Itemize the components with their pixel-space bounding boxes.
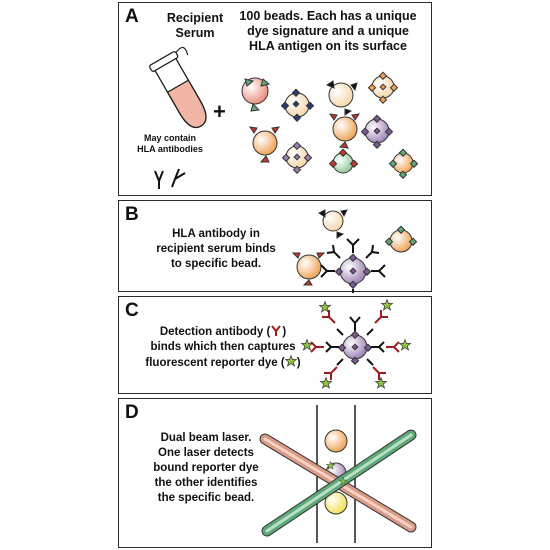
panel-letter: D — [125, 402, 139, 423]
detection-antibody-icon — [271, 325, 282, 336]
panel-b-art — [291, 209, 418, 293]
antibody-icon — [154, 168, 186, 189]
star-icon — [300, 298, 412, 389]
antibody-icon — [325, 316, 385, 366]
plus-sign: + — [213, 99, 226, 124]
bead-icon — [337, 330, 373, 365]
panel-b: B HLA antibody in recipient serum binds … — [118, 200, 432, 293]
bead-icon — [241, 71, 419, 179]
bead-icon — [291, 209, 418, 289]
panel-c: C Detection antibody () binds which then… — [118, 296, 432, 394]
panel-d: D Dual beam laser. One laser detects bou… — [118, 398, 432, 548]
antibody-icon — [320, 238, 386, 293]
test-tube-icon — [149, 46, 207, 129]
laser-beam-icon — [259, 429, 417, 537]
antibody-label: May contain HLA antibodies — [137, 133, 203, 154]
star-icon — [325, 460, 348, 486]
panel-c-text: Detection antibody () binds which then c… — [145, 325, 301, 369]
detection-antibody-icon — [310, 310, 400, 380]
star-icon — [284, 354, 298, 367]
panel-d-art — [259, 405, 417, 543]
panel-a-art — [149, 46, 419, 189]
panel-a: A Recipient Serum 100 beads. Each has a … — [118, 2, 432, 196]
serum-label: Recipient Serum — [166, 11, 224, 40]
panel-letter: B — [125, 204, 139, 225]
beads-description: 100 beads. Each has a unique dye signatu… — [239, 9, 417, 53]
panel-d-text: Dual beam laser. One laser detects bound… — [153, 432, 259, 504]
panel-c-art — [300, 298, 412, 389]
panel-b-text: HLA antibody in recipient serum binds to… — [156, 228, 276, 270]
panel-letter: A — [125, 6, 139, 27]
panel-letter: C — [125, 300, 139, 321]
